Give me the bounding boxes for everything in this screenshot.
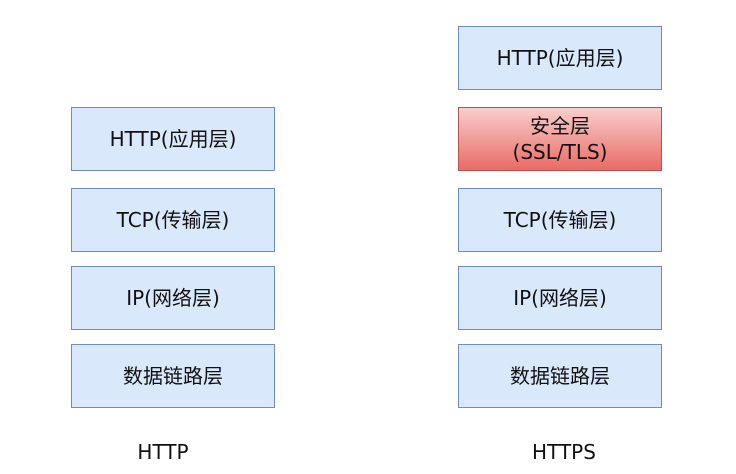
http-network-layer: IP(网络层) — [71, 266, 275, 330]
http-caption: HTTP — [137, 440, 189, 464]
https-network-layer: IP(网络层) — [458, 266, 662, 330]
http-application-layer: HTTP(应用层) — [71, 107, 275, 171]
http-transport-layer: TCP(传输层) — [71, 188, 275, 252]
http-data-link-layer: 数据链路层 — [71, 344, 275, 408]
https-caption: HTTPS — [532, 440, 596, 464]
https-security-layer: 安全层 (SSL/TLS) — [458, 107, 662, 171]
https-transport-layer: TCP(传输层) — [458, 188, 662, 252]
https-application-layer: HTTP(应用层) — [458, 26, 662, 90]
https-data-link-layer: 数据链路层 — [458, 344, 662, 408]
security-layer-title: 安全层 — [530, 114, 590, 138]
security-layer-protocols: (SSL/TLS) — [512, 140, 608, 164]
